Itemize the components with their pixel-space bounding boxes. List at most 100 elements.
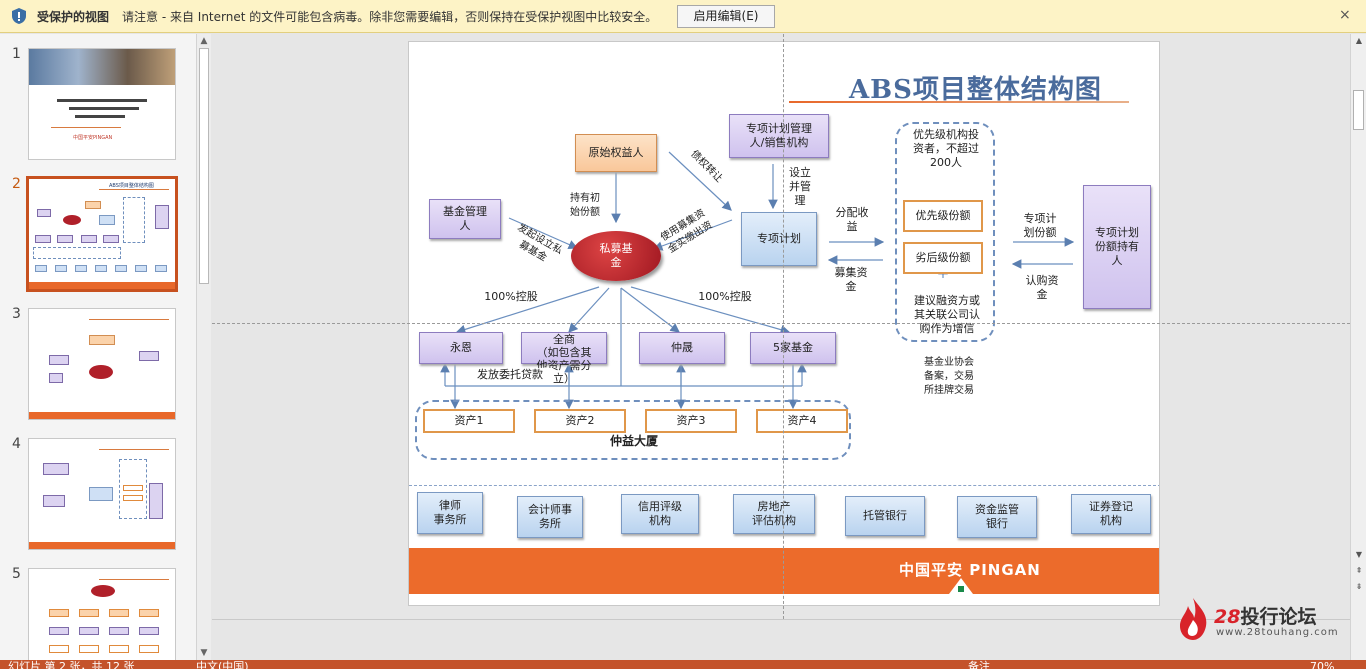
service-org-custodian-bank[interactable]: 托管银行 xyxy=(845,496,925,536)
slide-thumbnail-2[interactable]: 2 ABS项目整体结构图 xyxy=(0,164,196,292)
thumb-circle xyxy=(89,365,113,379)
control-left-label: 100%控股 xyxy=(484,290,538,303)
thumb-box xyxy=(49,373,63,383)
previous-slide-icon[interactable]: ⇞ xyxy=(1355,566,1363,575)
service-org-law-firm[interactable]: 律师 事务所 xyxy=(417,492,483,534)
slide-title[interactable]: ABS项目整体结构图 xyxy=(849,75,1102,105)
status-bar: 幻灯片 第 2 张，共 12 张 中文(中国) 备注 70% xyxy=(0,660,1366,669)
thumb-box xyxy=(37,209,51,217)
plan-manager-node[interactable]: 专项计划管理 人/销售机构 xyxy=(729,114,829,158)
thumb-box xyxy=(43,463,69,475)
slide-preview xyxy=(28,438,176,550)
building-label: 仲益大厦 xyxy=(609,434,658,448)
slide-thumbnail-4[interactable]: 4 xyxy=(0,424,196,550)
watermark-number: 28 xyxy=(1214,606,1241,628)
service-org-accounting-firm[interactable]: 会计师事 务所 xyxy=(517,496,583,538)
scroll-up-icon[interactable]: ▲ xyxy=(200,36,208,46)
thumb-box xyxy=(57,235,73,243)
thumb-box xyxy=(89,335,115,345)
service-org-supervision-bank[interactable]: 资金监管 银行 xyxy=(957,496,1037,538)
language-indicator[interactable]: 中文(中国) xyxy=(196,660,249,669)
thumb-box xyxy=(139,351,159,361)
distribute-income-label: 分配收 益 xyxy=(835,206,869,233)
special-plan-node[interactable]: 专项计划 xyxy=(741,212,817,266)
thumb-footer-bar xyxy=(29,542,175,549)
thumbnails-scrollbar[interactable]: ▲ ▼ xyxy=(196,34,211,660)
thumb-line xyxy=(89,319,169,320)
slide-preview xyxy=(28,308,176,420)
thumb-box xyxy=(79,627,99,635)
watermark-text: 28投行论坛 xyxy=(1214,602,1316,629)
fund-manager-node[interactable]: 基金管理 人 xyxy=(429,199,501,239)
horizontal-guide[interactable] xyxy=(212,323,1350,324)
thumb-box xyxy=(139,609,159,617)
plan-holders-node[interactable]: 专项计划 份额持有 人 xyxy=(1083,185,1151,309)
scroll-down-icon[interactable]: ▼ xyxy=(1355,550,1363,559)
slide-thumbnail-3[interactable]: 3 xyxy=(0,294,196,420)
notes-button[interactable]: 备注 xyxy=(968,660,990,669)
slide-scrollbar[interactable]: ▲ ▼ ⇞ ⇟ xyxy=(1350,34,1366,660)
thumb-dashbox xyxy=(119,459,147,519)
pingan-logo: 中国平安 PINGAN xyxy=(899,561,1041,579)
thumb-text-line xyxy=(75,115,125,118)
thumb-dashbox xyxy=(123,197,145,243)
asset-3-node[interactable]: 资产3 xyxy=(645,409,737,433)
scroll-down-icon[interactable]: ▼ xyxy=(200,648,208,658)
thumb-line xyxy=(99,579,169,580)
slide-number: 5 xyxy=(12,566,21,582)
asset-2-node[interactable]: 资产2 xyxy=(534,409,626,433)
zoom-level[interactable]: 70% xyxy=(1310,660,1335,669)
asset-4-node[interactable]: 资产4 xyxy=(756,409,848,433)
yongen-node[interactable]: 永恩 xyxy=(419,332,503,364)
thumb-box xyxy=(35,235,51,243)
thumb-box xyxy=(155,265,167,272)
close-icon[interactable]: × xyxy=(1339,7,1351,23)
zhongsheng-node[interactable]: 仲晟 xyxy=(639,332,725,364)
thumb-box xyxy=(123,485,143,491)
shield-icon xyxy=(12,8,26,24)
thumb-box xyxy=(49,609,69,617)
five-funds-node[interactable]: 5家基金 xyxy=(750,332,836,364)
title-underline xyxy=(789,101,1129,103)
private-fund-node[interactable]: 私募基 金 xyxy=(571,231,661,281)
thumb-box xyxy=(49,645,69,653)
scrollbar-thumb[interactable] xyxy=(1353,90,1364,130)
pingan-emblem-icon xyxy=(949,578,973,594)
slide-thumbnail-5[interactable]: 5 xyxy=(0,554,196,669)
quanshang-node[interactable]: 全商 （如包含其 他资产需分 立） xyxy=(521,332,607,385)
next-slide-icon[interactable]: ⇟ xyxy=(1355,582,1363,591)
slide-thumbnail-1[interactable]: 1 中国平安PINGAN xyxy=(0,34,196,160)
suggest-note: 建议融资方或 其关联公司认 购作为增信 xyxy=(914,294,980,335)
vertical-guide[interactable] xyxy=(783,34,784,619)
scrollbar-thumb[interactable] xyxy=(199,48,209,284)
asset-1-node[interactable]: 资产1 xyxy=(423,409,515,433)
thumb-box xyxy=(49,627,69,635)
thumb-line xyxy=(51,127,121,128)
thumb-circle xyxy=(63,215,81,225)
watermark-name: 投行论坛 xyxy=(1240,606,1317,628)
service-org-credit-rating[interactable]: 信用评级 机构 xyxy=(621,494,699,534)
plan-share-label: 专项计 划份额 xyxy=(1023,212,1057,239)
thumb-box xyxy=(85,201,101,209)
investor-group-box xyxy=(895,122,995,342)
subordinate-share-node[interactable]: 劣后级份额 xyxy=(903,242,983,274)
service-org-securities-registry[interactable]: 证券登记 机构 xyxy=(1071,494,1151,534)
set-manage-label: 设立 并管 理 xyxy=(789,166,811,207)
thumb-box xyxy=(139,627,159,635)
service-org-appraisal[interactable]: 房地产 评估机构 xyxy=(733,494,815,534)
thumb-box xyxy=(81,235,97,243)
watermark-url: www.28touhang.com xyxy=(1216,627,1339,638)
thumb-box xyxy=(79,645,99,653)
enable-editing-button[interactable]: 启用编辑(E) xyxy=(677,5,775,28)
thumb-box xyxy=(109,645,129,653)
thumb-text-line xyxy=(69,107,139,110)
original-holder-node[interactable]: 原始权益人 xyxy=(575,134,657,172)
slide-counter: 幻灯片 第 2 张，共 12 张 xyxy=(8,660,135,669)
priority-share-node[interactable]: 优先级份额 xyxy=(903,200,983,232)
protected-view-bar: 受保护的视图 请注意 - 来自 Internet 的文件可能包含病毒。除非您需要… xyxy=(0,0,1366,33)
slide-thumbnails-pane: 1 中国平安PINGAN 2 ABS项目整体结构图 xyxy=(0,34,211,669)
slide-number: 4 xyxy=(12,436,21,452)
notes-divider[interactable] xyxy=(212,619,1350,620)
scroll-up-icon[interactable]: ▲ xyxy=(1355,36,1363,45)
